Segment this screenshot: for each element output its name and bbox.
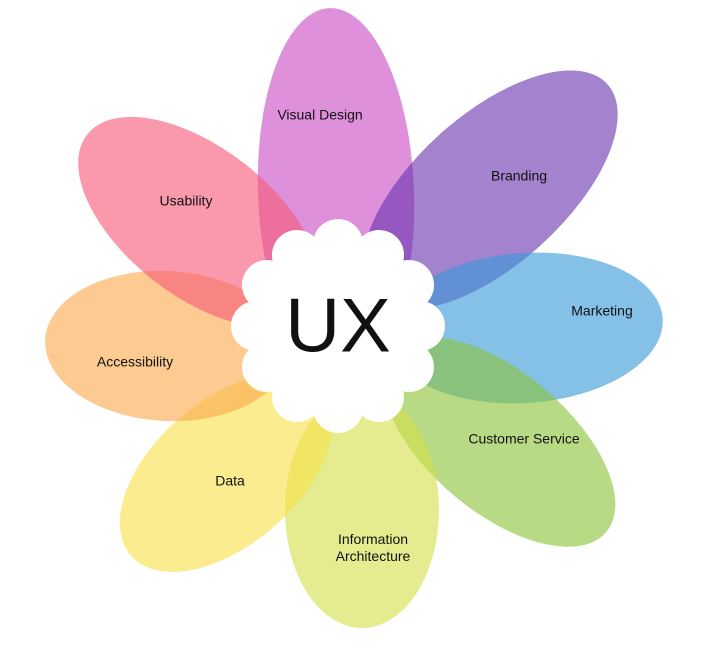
petal-data (119, 374, 333, 572)
center-cloud-shape (231, 219, 445, 433)
petal-customer-service (382, 337, 616, 547)
petal-branding (362, 70, 618, 310)
center-label: UX (285, 283, 391, 369)
